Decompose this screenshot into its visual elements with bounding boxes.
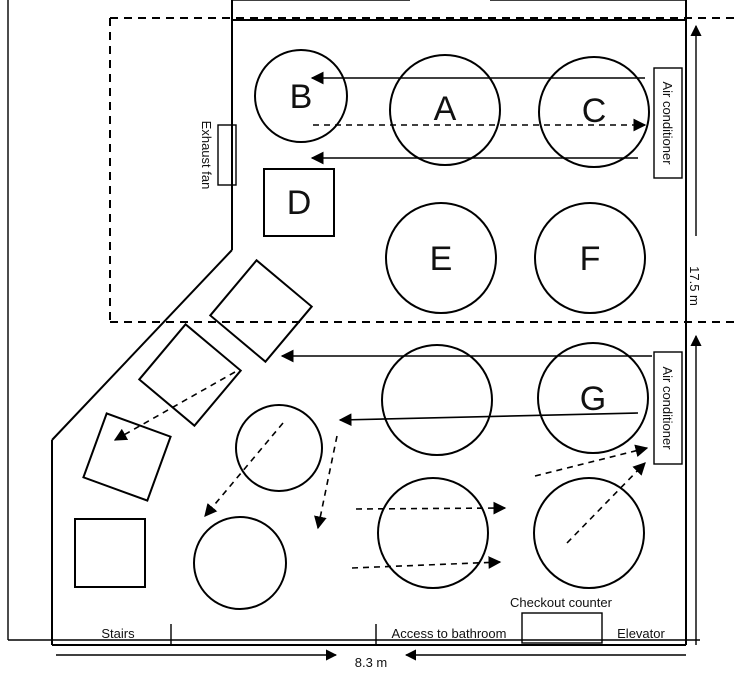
table-lower-1 — [381, 344, 493, 456]
table-label-e: E — [430, 240, 453, 278]
table-label-c: C — [582, 92, 607, 130]
table-e — [385, 202, 497, 314]
table-f — [534, 202, 646, 314]
table-label-d: D — [287, 184, 312, 222]
table-label-g: G — [580, 380, 606, 418]
table-d — [263, 168, 335, 237]
table-lower-6 — [533, 477, 645, 589]
stairs-label: Stairs — [101, 626, 135, 641]
table-lower-4 — [193, 516, 287, 610]
table-lower-3 — [235, 404, 323, 492]
elevator-label: Elevator — [617, 626, 665, 641]
table-c — [538, 56, 650, 168]
tables — [74, 49, 650, 610]
air-conditioner-top: Air conditioner — [653, 67, 683, 179]
table-diamond-1 — [208, 258, 314, 364]
bottom-zones: Stairs Access to bathroom Elevator — [101, 624, 666, 645]
air-conditioner-bottom-label: Air conditioner — [660, 366, 675, 450]
dashed-zone — [109, 17, 737, 323]
dimension-width-label: 8.3 m — [355, 655, 388, 670]
table-label-b: B — [290, 78, 313, 116]
table-diamond-3 — [82, 412, 172, 502]
exhaust-fan: Exhaust fan — [199, 121, 237, 190]
access-to-bathroom-label: Access to bathroom — [392, 626, 507, 641]
checkout-counter: Checkout counter — [510, 595, 613, 644]
table-b — [254, 49, 348, 143]
table-label-f: F — [580, 240, 601, 278]
checkout-counter-label: Checkout counter — [510, 595, 613, 610]
air-conditioner-top-label: Air conditioner — [660, 81, 675, 165]
dimension-length: 17.5 m — [687, 24, 702, 645]
table-label-a: A — [434, 90, 457, 128]
table-square-bottom-left — [74, 518, 146, 588]
air-conditioner-bottom: Air conditioner — [653, 351, 683, 465]
table-g — [537, 342, 649, 454]
exhaust-fan-label: Exhaust fan — [199, 121, 214, 190]
dimension-length-label: 17.5 m — [687, 266, 702, 306]
airflow-arrows — [113, 71, 652, 569]
dimension-width: 8.3 m — [56, 649, 686, 670]
room-walls — [51, 0, 687, 646]
table-diamond-2 — [137, 322, 243, 428]
table-a — [389, 54, 501, 166]
table-lower-5 — [377, 477, 489, 589]
table-labels: B A C D E F G — [287, 78, 607, 418]
